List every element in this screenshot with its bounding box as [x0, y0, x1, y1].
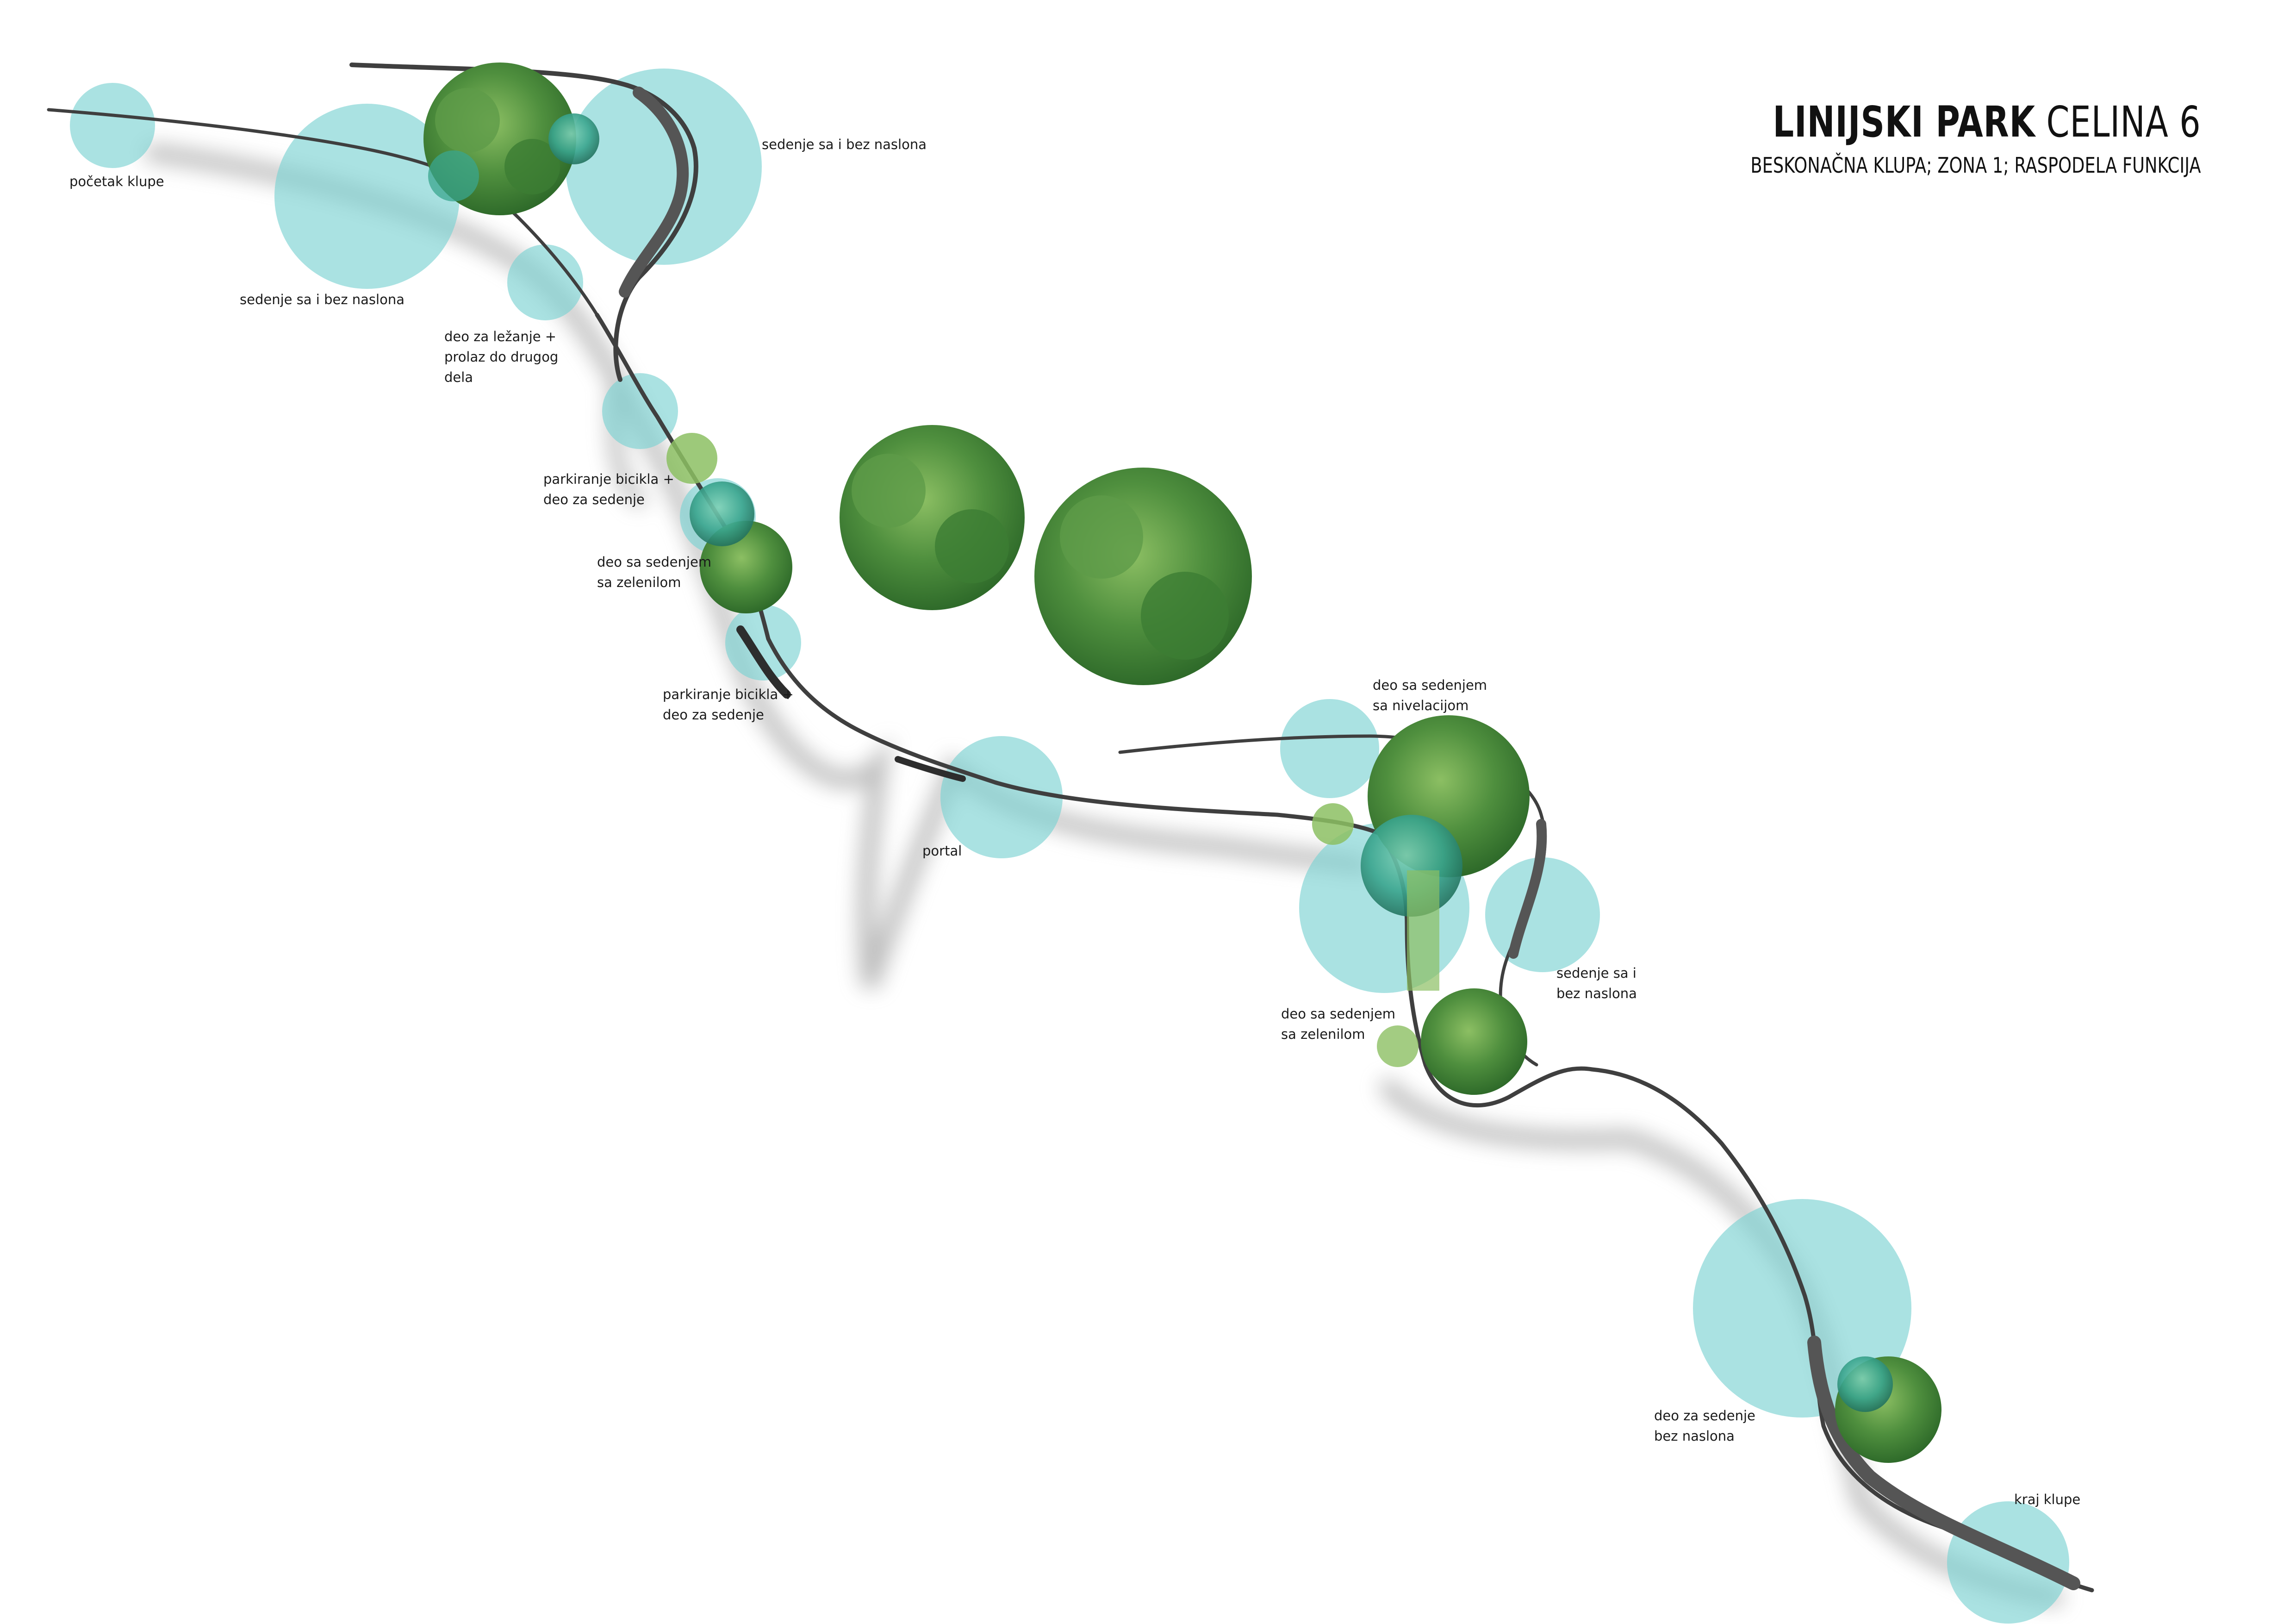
page-title: LINIJSKI PARK CELINA 6	[1762, 101, 2201, 144]
tree-right-upper	[1312, 715, 1530, 991]
bench-middle-thick	[736, 625, 791, 699]
zone-parkiranje-a	[602, 373, 678, 449]
zone-nivelacija	[1280, 699, 1379, 798]
tree-end	[1835, 1356, 1941, 1463]
page-subtitle: BESKONAČNA KLUPA; ZONA 1; RASPODELA FUNK…	[1750, 153, 2201, 178]
zone-sedenje-b	[566, 69, 762, 265]
label-lezanje: deo za ležanje + prolaz do drugog dela	[444, 329, 559, 385]
trees	[423, 62, 1941, 1463]
zone-pocetak-klupe	[70, 83, 155, 168]
title-block: LINIJSKI PARK CELINA 6 BESKONAČNA KLUPA;…	[1638, 101, 2201, 176]
title-bold: LINIJSKI PARK	[1773, 97, 2036, 147]
tree-middle-small	[666, 433, 792, 613]
label-bez-naslona: deo za sedenje bez naslona	[1654, 1408, 1755, 1444]
label-pocetak-klupe: početak klupe	[69, 174, 164, 189]
label-zelenilo-b: deo sa sedenjem sa zelenilom	[1281, 1006, 1396, 1042]
bench-portal-segment	[895, 756, 966, 782]
label-nivelacija: deo sa sedenjem sa nivelacijom	[1373, 677, 1487, 713]
bench-right-loop	[1377, 831, 2094, 1593]
label-parkiranje-b: parkiranje bicikla + deo za sedenje	[663, 687, 794, 723]
tree-large-center-right	[1034, 468, 1252, 685]
tree-top-left	[423, 62, 599, 215]
tree-large-center-left	[840, 425, 1025, 610]
title-regular: CELINA 6	[2046, 97, 2201, 147]
label-sedenje-b: sedenje sa i bez naslona	[762, 137, 927, 152]
label-zelenilo-a: deo sa sedenjem sa zelenilom	[597, 554, 712, 590]
bench-top-loop-back	[619, 87, 689, 298]
label-parkiranje-a: parkiranje bicikla + deo za sedenje	[543, 471, 674, 507]
tree-right-lower	[1377, 988, 1527, 1095]
label-sedenje-c: sedenje sa i bez naslona	[1556, 965, 1637, 1001]
zone-lezanje	[507, 244, 583, 320]
bench-end-thick	[1807, 1336, 2080, 1590]
label-sedenje-a: sedenje sa i bez naslona	[240, 292, 404, 307]
zone-sedenje-c	[1485, 857, 1600, 972]
label-kraj-klupe: kraj klupe	[2014, 1492, 2081, 1507]
zone-sedenje-a	[274, 104, 460, 289]
bench-right-thick	[1508, 819, 1547, 959]
zone-portal	[940, 736, 1063, 858]
zone-kraj-klupe	[1947, 1501, 2069, 1624]
label-portal: portal	[922, 843, 962, 859]
